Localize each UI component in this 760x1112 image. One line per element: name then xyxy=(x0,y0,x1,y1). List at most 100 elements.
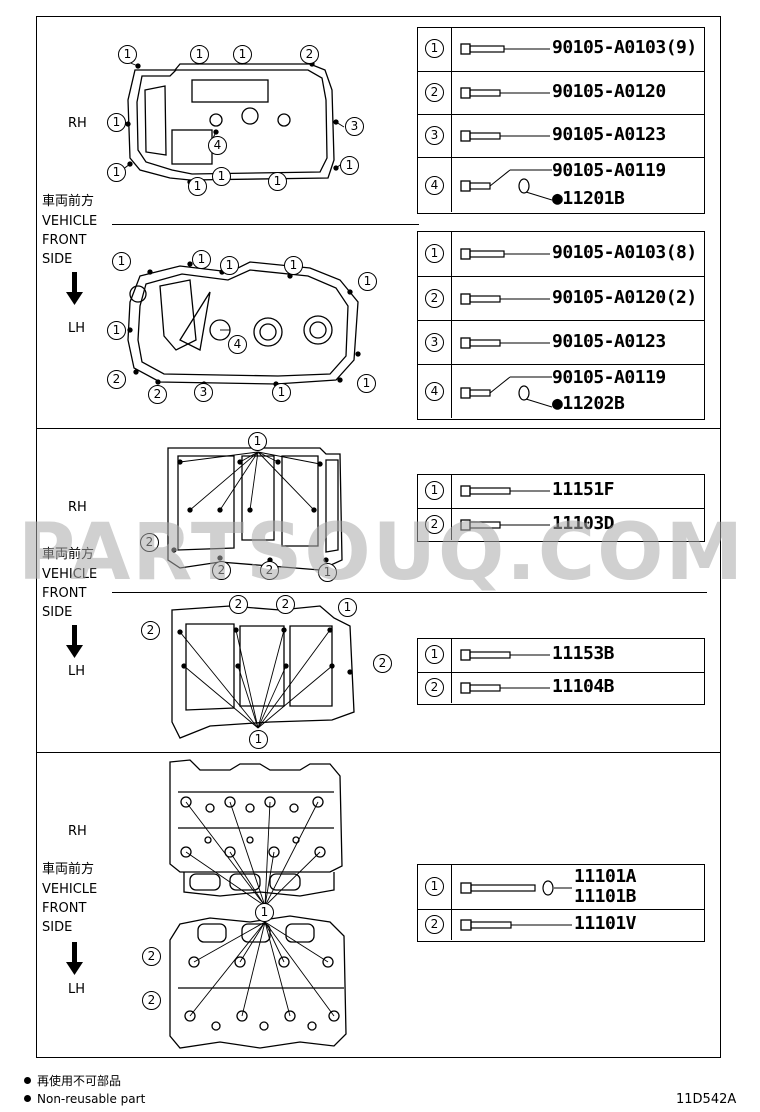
callout-2: 2 xyxy=(142,947,161,966)
bolt-icon xyxy=(460,485,550,497)
part-number: 11104B xyxy=(552,676,615,697)
part-number: 11101B xyxy=(574,886,637,907)
bolt-icon xyxy=(460,649,550,661)
callout-2: 2 xyxy=(229,595,248,614)
footnote-en: Non-reusable part xyxy=(24,1092,145,1107)
rh-lh-divider xyxy=(112,592,707,593)
lh-parts-table: 1 11153B 2 11104B xyxy=(417,638,705,705)
down-arrow-icon xyxy=(66,625,83,658)
cylinder-head-parts-table: 1 11101A 11101B 2 11101V xyxy=(417,864,705,942)
lh-parts-table: 1 90105-A0103(8) 2 90105-A0120(2) 3 9010… xyxy=(417,231,705,420)
bolt-icon xyxy=(460,682,550,694)
item-number: 2 xyxy=(425,915,444,934)
vehicle-label: VEHICLE xyxy=(42,567,98,582)
side-label: SIDE xyxy=(42,605,73,620)
callout-1: 1 xyxy=(112,252,131,271)
callout-2: 2 xyxy=(140,533,159,552)
bolt-with-washer-icon xyxy=(460,880,572,896)
callout-1: 1 xyxy=(249,730,268,749)
rh-parts-table: 1 11151F 2 11103D xyxy=(417,474,705,542)
diagram-id: 11D542A xyxy=(676,1092,737,1107)
parts-row: 4 90105-A0119 ●11202B xyxy=(418,364,704,418)
part-number: 90105-A0123 xyxy=(552,124,666,145)
part-number: 90105-A0103(8) xyxy=(552,242,697,263)
part-number: 90105-A0119 xyxy=(552,160,666,181)
callout-2: 2 xyxy=(148,385,167,404)
item-number: 4 xyxy=(425,382,444,401)
callout-2: 2 xyxy=(300,45,319,64)
callout-1: 1 xyxy=(248,432,267,451)
callout-1: 1 xyxy=(107,321,126,340)
parts-row: 1 11101A 11101B xyxy=(418,865,704,909)
parts-row: 2 11103D xyxy=(418,508,704,540)
item-number: 1 xyxy=(425,39,444,58)
callout-1: 1 xyxy=(338,598,357,617)
rh-label: RH xyxy=(68,824,87,839)
bolt-icon xyxy=(460,337,550,349)
callout-1: 1 xyxy=(107,163,126,182)
item-number: 1 xyxy=(425,244,444,263)
item-number: 2 xyxy=(425,515,444,534)
cylinder-head-drawing xyxy=(169,759,347,1049)
parts-row: 1 11153B xyxy=(418,639,704,672)
callout-1: 1 xyxy=(188,177,207,196)
part-number: 90105-A0103(9) xyxy=(552,37,697,58)
callout-2: 2 xyxy=(260,561,279,580)
item-number: 4 xyxy=(425,176,444,195)
part-number: 11153B xyxy=(552,643,615,664)
bolt-with-washer-icon xyxy=(460,169,552,201)
down-arrow-icon xyxy=(66,272,83,305)
callout-1: 1 xyxy=(255,903,274,922)
rh-label: RH xyxy=(68,116,87,131)
callout-2: 2 xyxy=(212,561,231,580)
part-number: 11103D xyxy=(552,513,615,534)
callout-4: 4 xyxy=(228,335,247,354)
front-label: FRONT xyxy=(42,586,87,601)
part-number: 90105-A0123 xyxy=(552,331,666,352)
front-label: FRONT xyxy=(42,901,87,916)
callout-3: 3 xyxy=(345,117,364,136)
side-label: SIDE xyxy=(42,920,73,935)
bolt-icon xyxy=(460,43,550,55)
part-number: 11101V xyxy=(574,913,637,934)
callout-1: 1 xyxy=(284,256,303,275)
section-divider xyxy=(36,428,721,429)
vehicle-front-jp-label: 車両前方 xyxy=(42,862,95,877)
callout-1: 1 xyxy=(233,45,252,64)
bolt-icon xyxy=(460,87,550,99)
callout-2: 2 xyxy=(107,370,126,389)
callout-1: 1 xyxy=(212,167,231,186)
part-number: 11101A xyxy=(574,866,637,887)
callout-2: 2 xyxy=(373,654,392,673)
parts-row: 1 11151F xyxy=(418,475,704,508)
parts-row: 2 90105-A0120 xyxy=(418,71,704,114)
callout-1: 1 xyxy=(107,113,126,132)
callout-1: 1 xyxy=(192,250,211,269)
callout-1: 1 xyxy=(118,45,137,64)
bolt-icon xyxy=(460,519,550,531)
part-number: 90105-A0119 xyxy=(552,367,666,388)
callout-1: 1 xyxy=(340,156,359,175)
footnote-en-text: Non-reusable part xyxy=(37,1092,146,1106)
item-number: 3 xyxy=(425,333,444,352)
bolt-with-washer-icon xyxy=(460,376,552,408)
callout-2: 2 xyxy=(142,991,161,1010)
vehicle-label: VEHICLE xyxy=(42,882,98,897)
item-number: 1 xyxy=(425,877,444,896)
bolt-icon xyxy=(460,919,572,931)
part-number: 90105-A0120(2) xyxy=(552,287,697,308)
lh-label: LH xyxy=(68,321,86,336)
non-reusable-dot-icon xyxy=(24,1095,31,1102)
item-number: 2 xyxy=(425,678,444,697)
front-label: FRONT xyxy=(42,233,87,248)
parts-row: 1 90105-A0103(8) xyxy=(418,232,704,276)
non-reusable-part-number: ●11201B xyxy=(552,188,625,209)
diagram-frame xyxy=(36,16,721,1058)
bolt-icon xyxy=(460,293,550,305)
rh-parts-table: 1 90105-A0103(9) 2 90105-A0120 3 90105-A… xyxy=(417,27,705,214)
footnote-jp-text: 再使用不可部品 xyxy=(37,1074,122,1088)
bolt-icon xyxy=(460,248,550,260)
callout-3: 3 xyxy=(194,383,213,402)
item-number: 3 xyxy=(425,126,444,145)
rh-label: RH xyxy=(68,500,87,515)
